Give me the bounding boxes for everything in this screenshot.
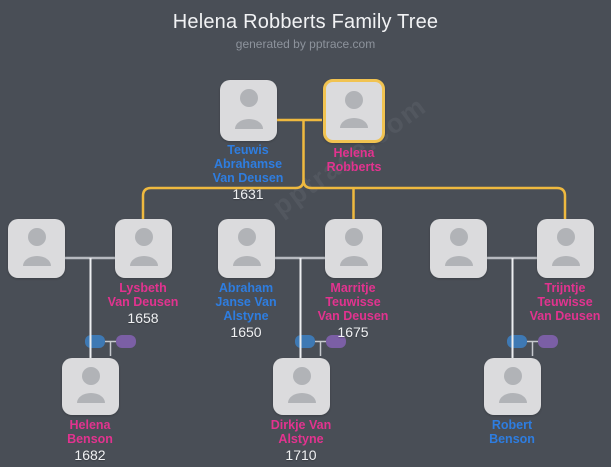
page-subtitle: generated by pptrace.com xyxy=(235,37,376,51)
avatar-shoulders-icon xyxy=(76,393,105,403)
family-descent-lines xyxy=(141,118,567,219)
avatar-shoulders-icon xyxy=(234,119,263,129)
avatar-head-icon xyxy=(503,367,522,385)
person-year: 1710 xyxy=(285,447,317,463)
avatar-head-icon xyxy=(556,228,575,246)
person-card-unnamed-spouse-2[interactable] xyxy=(430,219,487,278)
person-year: 1631 xyxy=(232,186,264,202)
person-card-teuwis-abrahamse-van-deusen[interactable] xyxy=(220,80,277,141)
avatar-head-icon xyxy=(345,91,363,109)
page-title: Helena Robberts Family Tree xyxy=(172,11,439,33)
avatar-head-icon xyxy=(344,228,363,246)
person-label: Lysbeth Van Deusen 1658 xyxy=(91,281,195,327)
collapsed-node-chip-purple[interactable] xyxy=(326,335,346,348)
person-card-abraham-janse-van-alstyne[interactable] xyxy=(218,219,275,278)
person-card-helena-robberts-root[interactable] xyxy=(323,79,385,143)
avatar-head-icon xyxy=(292,367,311,385)
person-label: Dirkje Van Alstyne 1710 xyxy=(249,418,353,464)
person-year: 1658 xyxy=(127,310,159,326)
person-name: Helena Benson xyxy=(67,418,113,446)
child-drop-lines xyxy=(89,258,514,358)
person-card-lysbeth-van-deusen[interactable] xyxy=(115,219,172,278)
person-card-dirkje-van-alstyne[interactable] xyxy=(273,358,330,415)
person-name: Marritje Teuwisse Van Deusen xyxy=(317,281,389,323)
person-label: Trijntje Teuwisse Van Deusen xyxy=(513,281,611,323)
person-name: Teuwis Abrahamse Van Deusen xyxy=(212,143,284,185)
avatar-head-icon xyxy=(81,367,100,385)
person-name: Helena Robberts xyxy=(326,146,382,174)
person-label: Abraham Janse Van Alstyne 1650 xyxy=(194,281,298,341)
avatar-shoulders-icon xyxy=(22,256,51,266)
person-card-robert-benson[interactable] xyxy=(484,358,541,415)
avatar-head-icon xyxy=(449,228,468,246)
avatar-shoulders-icon xyxy=(287,393,316,403)
avatar-head-icon xyxy=(239,89,258,107)
avatar-head-icon xyxy=(134,228,153,246)
avatar-head-icon xyxy=(237,228,256,246)
person-name: Robert Benson xyxy=(489,418,535,446)
avatar-shoulders-icon xyxy=(339,256,368,266)
person-name: Trijntje Teuwisse Van Deusen xyxy=(529,281,601,323)
avatar-shoulders-icon xyxy=(232,256,261,266)
person-label: Helena Benson 1682 xyxy=(38,418,142,464)
person-card-trijntje-teuwisse-van-deusen[interactable] xyxy=(537,219,594,278)
avatar-shoulders-icon xyxy=(340,118,368,128)
person-year: 1675 xyxy=(337,324,369,340)
avatar-shoulders-icon xyxy=(444,256,473,266)
avatar-head-icon xyxy=(27,228,46,246)
collapsed-node-chip-purple[interactable] xyxy=(538,335,558,348)
person-card-unnamed-spouse-1[interactable] xyxy=(8,219,65,278)
person-name: Dirkje Van Alstyne xyxy=(270,418,332,446)
person-label: Robert Benson xyxy=(460,418,564,446)
person-card-helena-benson[interactable] xyxy=(62,358,119,415)
person-name: Abraham Janse Van Alstyne xyxy=(215,281,277,323)
collapsed-node-chip-purple[interactable] xyxy=(116,335,136,348)
chip-link-lines xyxy=(105,340,538,356)
avatar-shoulders-icon xyxy=(551,256,580,266)
avatar-shoulders-icon xyxy=(498,393,527,403)
avatar-shoulders-icon xyxy=(129,256,158,266)
person-card-marritje-teuwisse-van-deusen[interactable] xyxy=(325,219,382,278)
person-label: Helena Robberts xyxy=(302,146,406,174)
person-year: 1650 xyxy=(230,324,262,340)
person-label: Teuwis Abrahamse Van Deusen 1631 xyxy=(196,143,300,203)
person-year: 1682 xyxy=(74,447,106,463)
person-name: Lysbeth Van Deusen xyxy=(107,281,179,309)
person-label: Marritje Teuwisse Van Deusen 1675 xyxy=(301,281,405,341)
